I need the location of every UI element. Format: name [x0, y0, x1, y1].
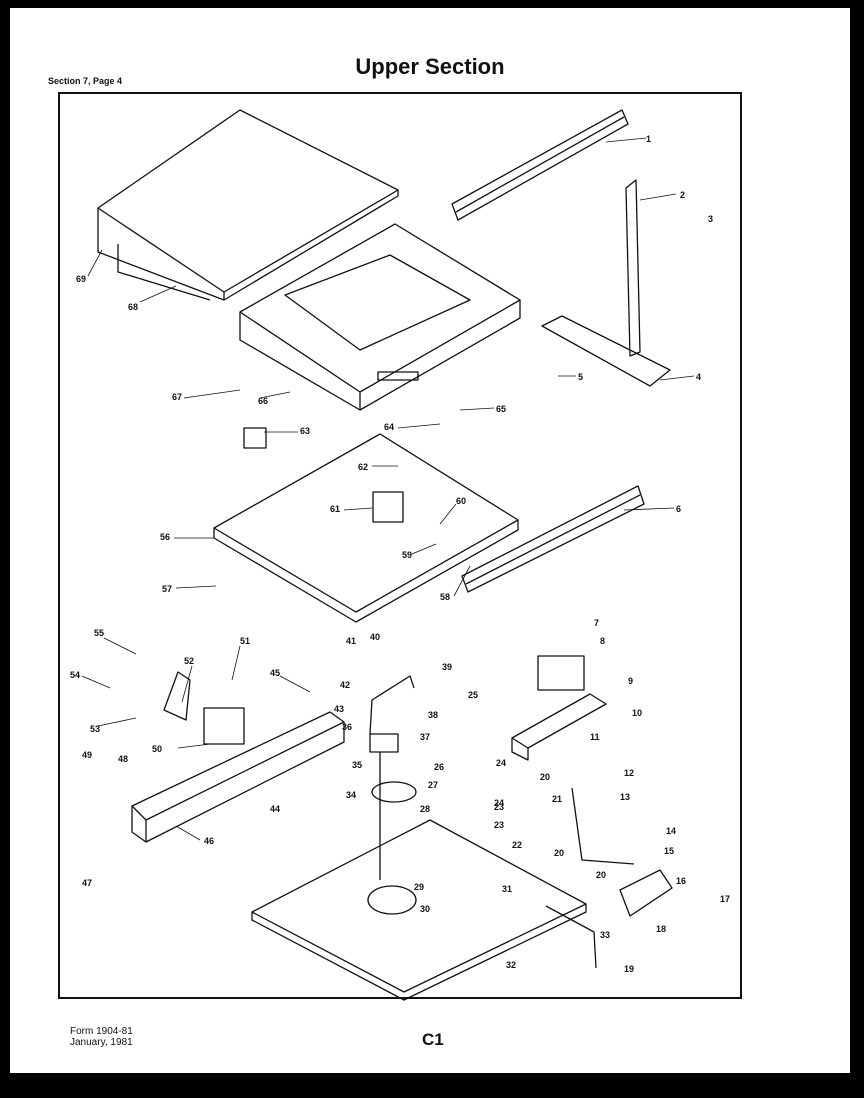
callout-7: 7 [594, 618, 599, 628]
section-page-label: Section 7, Page 4 [48, 76, 123, 86]
callout-69: 69 [76, 274, 86, 284]
callout-60: 60 [456, 496, 466, 506]
page-title: Upper Section [355, 54, 505, 79]
rail-part-1 [451, 109, 629, 221]
callout-31: 31 [502, 884, 512, 894]
callout-2: 2 [680, 190, 685, 200]
callout-58: 58 [440, 592, 450, 602]
callout-46: 46 [204, 836, 214, 846]
callout-53: 53 [90, 724, 100, 734]
callout-33: 33 [600, 930, 610, 940]
callout-47: 47 [82, 878, 92, 888]
callout-11: 11 [590, 732, 600, 742]
callout-22: 22 [512, 840, 522, 850]
callout-23a: 23 [494, 802, 504, 812]
callout-48: 48 [118, 754, 128, 764]
callout-24a: 24 [496, 758, 506, 768]
callout-29: 29 [414, 882, 424, 892]
bottom-plate-part [251, 819, 587, 1001]
callout-21: 21 [552, 794, 562, 804]
callout-16: 16 [676, 876, 686, 886]
callout-20b: 20 [596, 870, 606, 880]
callout-54: 54 [70, 670, 80, 680]
callout-56: 56 [160, 532, 170, 542]
plate-part-4 [541, 315, 671, 387]
callout-52: 52 [184, 656, 194, 666]
callout-51: 51 [240, 636, 250, 646]
callout-5: 5 [578, 372, 583, 382]
left-channel-part [131, 671, 345, 843]
callout-19: 19 [624, 964, 634, 974]
fan-assembly-part [369, 675, 417, 880]
arm-part [545, 787, 673, 969]
callout-59: 59 [402, 550, 412, 560]
callout-labels: 1 2 3 4 5 6 7 8 9 10 11 12 13 14 15 16 1… [70, 134, 730, 974]
callout-20c: 20 [540, 772, 550, 782]
callout-3: 3 [708, 214, 713, 224]
callout-30: 30 [420, 904, 430, 914]
callout-35: 35 [352, 760, 362, 770]
callout-42: 42 [340, 680, 350, 690]
callout-40: 40 [370, 632, 380, 642]
callout-4: 4 [696, 372, 701, 382]
callout-28: 28 [420, 804, 430, 814]
callout-12: 12 [624, 768, 634, 778]
callout-41: 41 [346, 636, 356, 646]
callout-61: 61 [330, 504, 340, 514]
callout-23b: 23 [494, 820, 504, 830]
callout-13: 13 [620, 792, 630, 802]
callout-24b: 24 [494, 798, 504, 808]
callout-9: 9 [628, 676, 633, 686]
callout-64: 64 [384, 422, 394, 432]
callout-36: 36 [342, 722, 352, 732]
top-cover-part [97, 109, 399, 301]
callout-62: 62 [358, 462, 368, 472]
callout-17: 17 [720, 894, 730, 904]
callout-67: 67 [172, 392, 182, 402]
callout-39: 39 [442, 662, 452, 672]
callout-8: 8 [600, 636, 605, 646]
callout-66: 66 [258, 396, 268, 406]
callout-27: 27 [428, 780, 438, 790]
callout-15: 15 [664, 846, 674, 856]
callout-37: 37 [420, 732, 430, 742]
callout-65: 65 [496, 404, 506, 414]
callout-20a: 20 [554, 848, 564, 858]
callout-34: 34 [346, 790, 356, 800]
form-number: Form 1904-81 [70, 1026, 133, 1037]
form-date: January, 1981 [70, 1037, 133, 1048]
callout-55: 55 [94, 628, 104, 638]
callout-25: 25 [468, 690, 478, 700]
callout-6: 6 [676, 504, 681, 514]
rail-part-6 [461, 485, 645, 593]
housing-part [239, 223, 521, 411]
callout-18: 18 [656, 924, 666, 934]
callout-43: 43 [334, 704, 344, 714]
parts-sheet [10, 8, 850, 1073]
callout-68: 68 [128, 302, 138, 312]
callout-50: 50 [152, 744, 162, 754]
callout-49: 49 [82, 750, 92, 760]
callout-63: 63 [300, 426, 310, 436]
page-code: C1 [422, 1030, 444, 1049]
callout-14: 14 [666, 826, 676, 836]
callout-10: 10 [632, 708, 642, 718]
callout-44: 44 [270, 804, 280, 814]
bracket-part-2 [625, 179, 641, 357]
callout-26: 26 [434, 762, 444, 772]
base-plate-part [213, 427, 519, 623]
callout-32: 32 [506, 960, 516, 970]
callout-1: 1 [646, 134, 651, 144]
callout-57: 57 [162, 584, 172, 594]
callout-45: 45 [270, 668, 280, 678]
callout-38: 38 [428, 710, 438, 720]
right-bracket-part [511, 655, 607, 761]
